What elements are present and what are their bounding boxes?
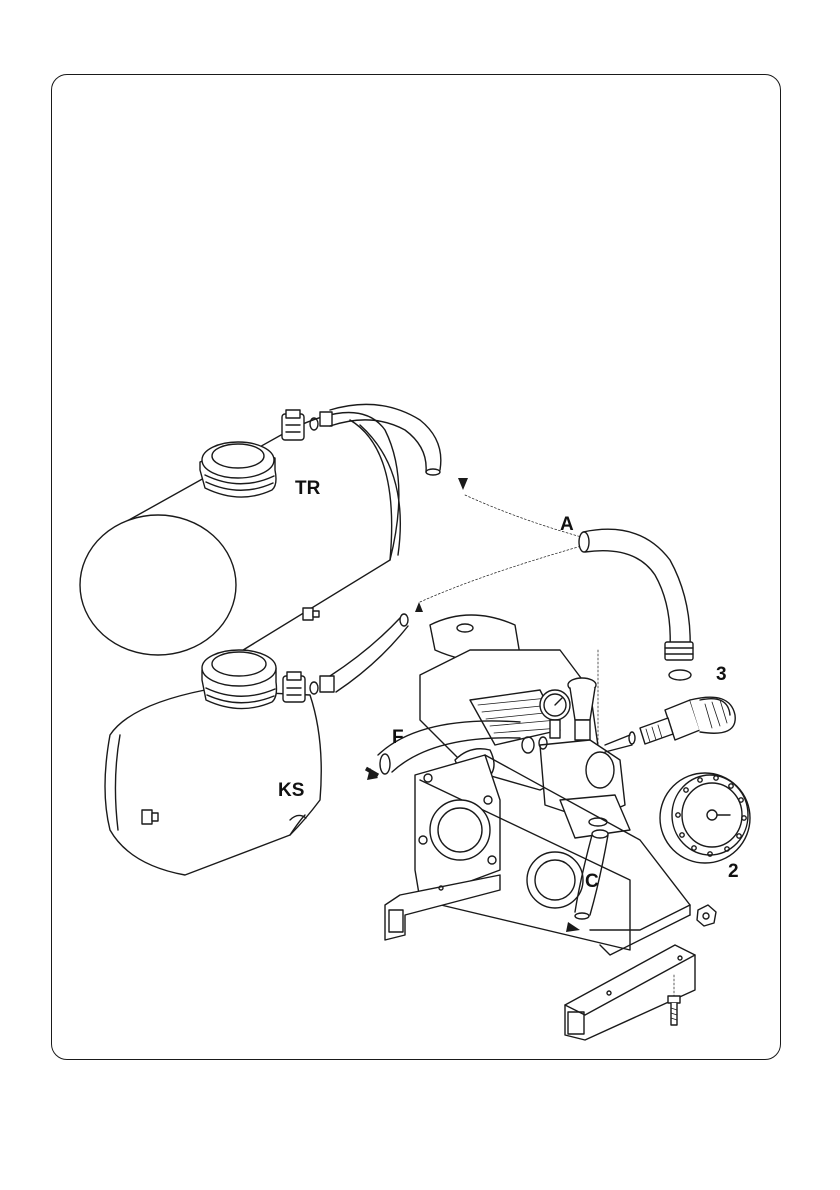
label-hose-a: A: [560, 514, 574, 535]
suction-hose-a: [579, 529, 693, 680]
tank-link-hose: [330, 602, 423, 692]
nut: [697, 905, 716, 926]
support-beam-right: [565, 945, 695, 1040]
label-upper-tank: TR: [295, 478, 321, 499]
part-3-connector: [640, 697, 735, 744]
label-hose-f: F: [392, 727, 404, 748]
lower-tank-cap: [202, 650, 277, 709]
upper-tank-cap: [200, 442, 276, 497]
label-part-3: 3: [716, 664, 727, 685]
label-part-2: 2: [728, 861, 739, 882]
label-lower-tank: KS: [278, 780, 304, 801]
part-2-air-chamber: [660, 773, 750, 863]
label-hose-c: C: [585, 871, 599, 892]
